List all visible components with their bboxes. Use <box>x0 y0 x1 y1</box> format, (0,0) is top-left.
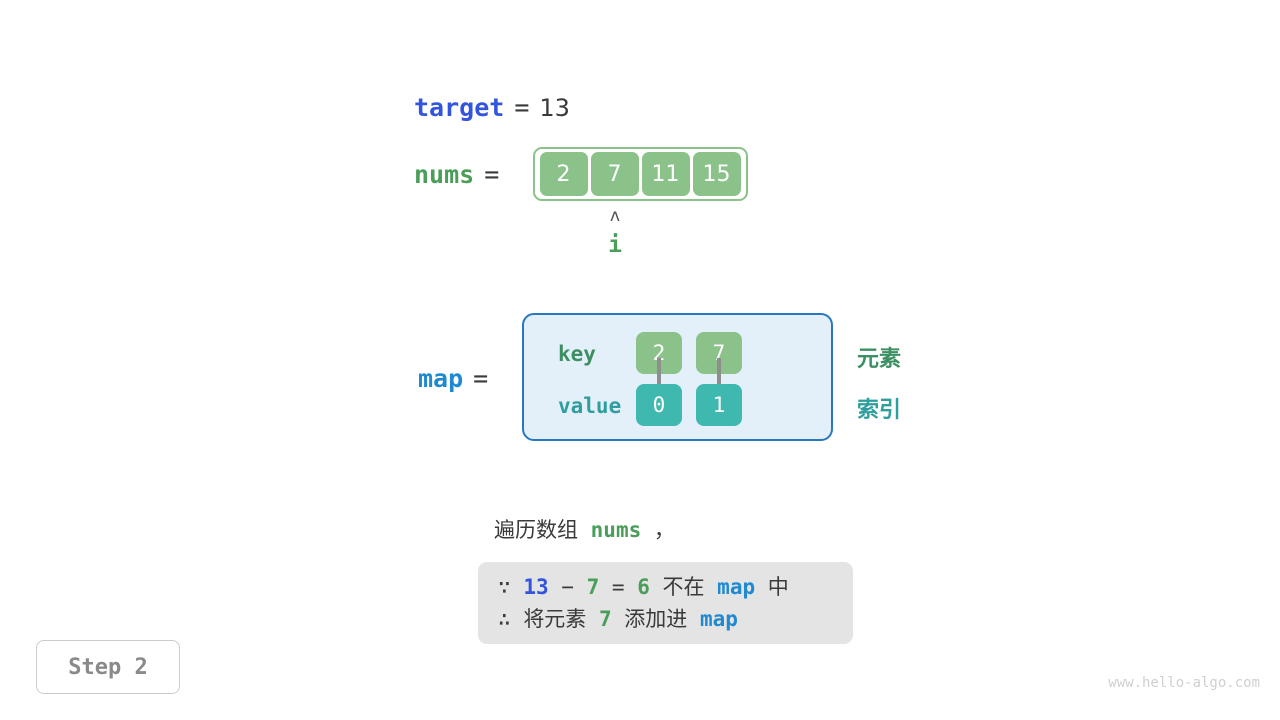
note-action-prefix: 将元素 <box>523 607 587 631</box>
nums-label: nums <box>414 160 475 189</box>
legend-element-label: 元素 <box>857 347 902 372</box>
note-map-ref: map <box>717 575 756 599</box>
map-row-label-key: key <box>558 342 596 366</box>
target-value: 13 <box>539 94 570 122</box>
therefore-symbol: ∴ <box>498 607 511 631</box>
minus-symbol: − <box>561 575 574 599</box>
note-operand-b: 7 <box>586 575 600 599</box>
map-equals: = <box>473 364 489 393</box>
index-pointer: ʌ i <box>592 208 638 260</box>
target-label: target <box>414 93 505 122</box>
nums-equals: = <box>484 160 500 189</box>
caption-suffix: ， <box>653 518 675 542</box>
nums-array: 2 7 11 15 <box>533 147 748 201</box>
array-cell: 2 <box>539 152 588 196</box>
map-value-cell: 1 <box>696 384 742 426</box>
note-end-text: 中 <box>767 575 789 599</box>
note-result: 6 <box>637 575 650 599</box>
watermark: www.hello-algo.com <box>1108 675 1260 691</box>
note-line-1: ∵ 13 − 7 = 6 不在 map 中 <box>498 571 833 603</box>
map-label-group: map = <box>418 364 498 393</box>
note-line-2: ∴ 将元素 7 添加进 map <box>498 603 833 635</box>
caption-prefix: 遍历数组 <box>494 518 578 542</box>
note-mid-text: 不在 <box>662 575 705 599</box>
caption-code: nums <box>590 518 642 542</box>
note-action-map-ref: map <box>699 607 738 631</box>
pointer-label: i <box>608 232 622 258</box>
target-row: target = 13 <box>414 93 570 122</box>
array-cell: 11 <box>641 152 690 196</box>
caption-line: 遍历数组 nums ， <box>494 514 675 544</box>
step-badge: Step 2 <box>36 640 180 694</box>
map-value-cell: 0 <box>636 384 682 426</box>
legend-index-label: 索引 <box>857 398 902 423</box>
note-operand-a: 13 <box>523 575 549 599</box>
array-cell: 15 <box>692 152 741 196</box>
note-action-num: 7 <box>598 607 612 631</box>
map-label: map <box>418 364 464 393</box>
equals-symbol: = <box>611 575 625 599</box>
map-row-label-value: value <box>558 394 622 418</box>
target-equals: = <box>514 93 530 122</box>
map-container: key value 2 7 0 1 <box>522 313 833 441</box>
nums-row: nums = <box>414 160 509 189</box>
note-box: ∵ 13 − 7 = 6 不在 map 中 ∴ 将元素 7 添加进 map <box>478 562 853 644</box>
nums-label-group: nums = <box>414 160 509 189</box>
note-action-mid: 添加进 <box>624 607 688 631</box>
caret-up-icon: ʌ <box>609 206 621 226</box>
array-cell: 7 <box>590 152 639 196</box>
because-symbol: ∵ <box>498 575 511 599</box>
